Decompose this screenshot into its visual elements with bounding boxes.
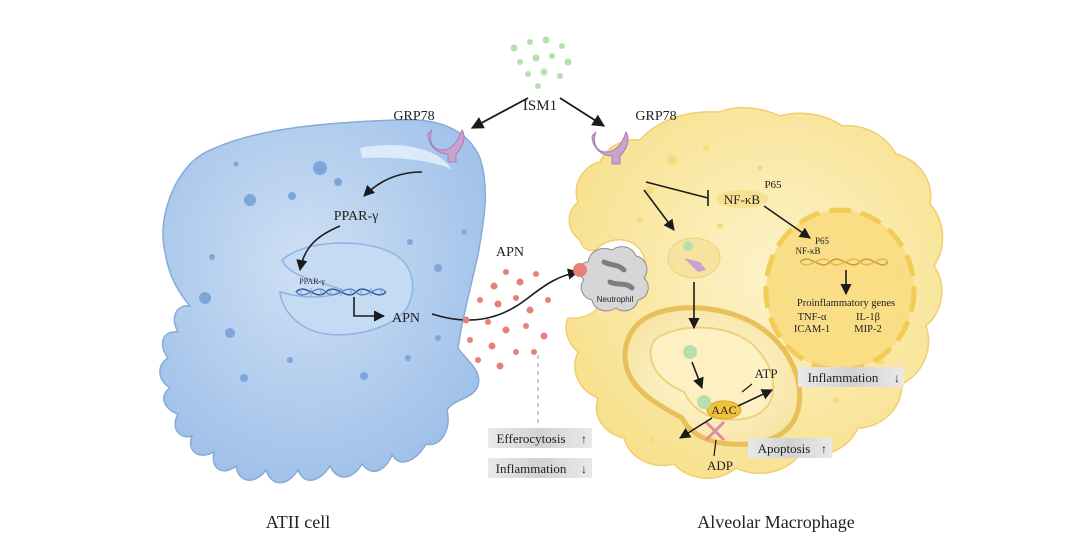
nucleus-p65-label: P65 bbox=[815, 236, 830, 246]
grp78-left-label: GRP78 bbox=[393, 109, 434, 124]
efferocytosis-label: Efferocytosis bbox=[496, 431, 565, 446]
neutrophil-body bbox=[579, 246, 649, 312]
endosome bbox=[667, 237, 721, 279]
grp78-receptor-right bbox=[591, 130, 629, 165]
atii-highlight bbox=[360, 144, 452, 170]
macrophage-arrows bbox=[643, 181, 852, 439]
arrow-pparg-to-nucleus bbox=[296, 225, 341, 272]
inflammation-right-label: Inflammation bbox=[808, 370, 879, 385]
aac-transporter bbox=[706, 400, 742, 420]
macrophage-caption: Alveolar Macrophage bbox=[697, 512, 854, 532]
inhibit-grp78-to-nfkb bbox=[645, 181, 709, 199]
neutrophil-lobes bbox=[601, 259, 635, 291]
arrow-nfkb-to-nucleus bbox=[763, 205, 811, 239]
macrophage-dna-helix bbox=[799, 258, 889, 266]
arrow-gene-to-apn bbox=[353, 297, 386, 322]
endosome-ism1-icon bbox=[683, 241, 693, 251]
apoptosis-label: Apoptosis bbox=[758, 441, 811, 456]
inflammation-left-box: Inflammation ↓ bbox=[488, 458, 592, 478]
atii-arrows bbox=[296, 171, 580, 322]
apoptosis-box: Apoptosis ↑ bbox=[748, 438, 832, 458]
arrow-aac-to-atp bbox=[737, 389, 774, 407]
atii-cell bbox=[159, 119, 487, 484]
endosome-receptor-icon bbox=[684, 258, 706, 272]
apoptosis-up-icon: ↑ bbox=[821, 442, 827, 456]
nfkb-bubble bbox=[716, 190, 768, 208]
arrow-ism1-to-left-grp78 bbox=[470, 97, 529, 129]
pparg-label: PPAR-γ bbox=[334, 209, 379, 224]
adp-label: ADP bbox=[707, 458, 733, 473]
grp78-receptor-left bbox=[427, 128, 465, 163]
atp-label: ATP bbox=[754, 366, 777, 381]
arrow-apn-to-neutrophil bbox=[431, 268, 580, 321]
arrow-aac-to-adp bbox=[679, 417, 713, 439]
nfkb-label: NF-κB bbox=[724, 192, 760, 207]
nucleus-nfkb-label: NF-κB bbox=[795, 246, 820, 256]
arrow-dot-to-dot bbox=[691, 361, 704, 390]
efferocytosis-up-icon: ↑ bbox=[581, 432, 587, 446]
atii-vesicles bbox=[199, 161, 467, 382]
arrow-grp78-to-pparg bbox=[363, 171, 423, 197]
neutrophil-apn-dot bbox=[573, 263, 587, 277]
apn-secreted-label: APN bbox=[496, 245, 524, 260]
gene-tnf: TNF-α bbox=[798, 312, 827, 323]
gene-icam1: ICAM-1 bbox=[794, 324, 830, 335]
inflammation-left-label: Inflammation bbox=[496, 461, 567, 476]
ism1-label: ISM1 bbox=[523, 98, 557, 114]
pparg-dna-label: PPAR-γ bbox=[299, 277, 325, 286]
ism1-arrows bbox=[470, 97, 606, 129]
ism1-particles bbox=[510, 36, 572, 89]
p65-label: P65 bbox=[764, 179, 782, 191]
mito-ism1-dot-top bbox=[683, 345, 697, 359]
adp-block-cross-icon bbox=[704, 420, 726, 442]
macrophage-nucleus bbox=[763, 207, 917, 373]
aac-label: AAC bbox=[711, 403, 736, 417]
gene-il1b: IL-1β bbox=[856, 312, 880, 323]
genes-title: Proinflammatory genes bbox=[797, 298, 895, 309]
grp78-right-label: GRP78 bbox=[635, 109, 676, 124]
arrow-ism1-to-right-grp78 bbox=[559, 97, 606, 127]
atii-caption: ATII cell bbox=[266, 512, 330, 532]
atii-dna-helix bbox=[295, 288, 387, 296]
apn-secreted-dots bbox=[462, 269, 551, 370]
arrow-grp78-to-endosome bbox=[643, 189, 675, 231]
gene-mip2: MIP-2 bbox=[854, 324, 881, 335]
neutrophil bbox=[573, 246, 649, 312]
mito-ism1-dot-bottom bbox=[697, 395, 711, 409]
apn-atii-label: APN bbox=[392, 311, 420, 326]
inflammation-right-box: Inflammation ↓ bbox=[798, 367, 904, 387]
aac-side-ticks bbox=[713, 383, 753, 457]
neutrophil-label: Neutrophil bbox=[597, 295, 634, 304]
inflammation-left-down-icon: ↓ bbox=[581, 462, 587, 476]
inflammation-right-down-icon: ↓ bbox=[894, 371, 900, 385]
efferocytosis-box: Efferocytosis ↑ bbox=[488, 428, 592, 448]
